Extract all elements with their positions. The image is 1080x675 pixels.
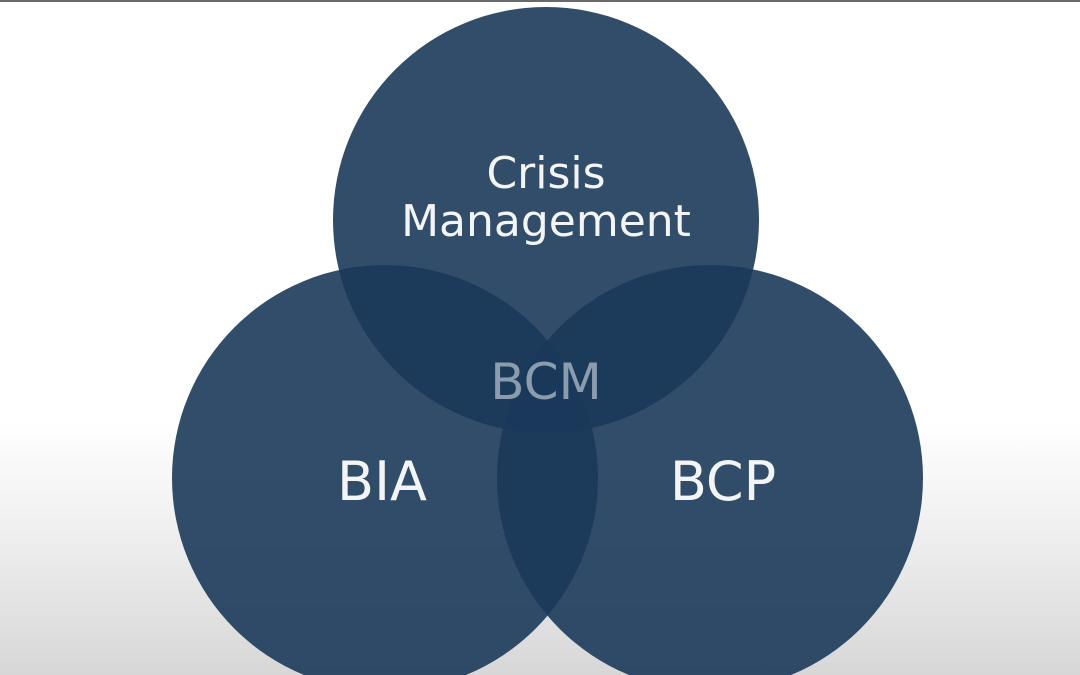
crisis-label: Crisis: [486, 148, 605, 199]
top-border-line: [0, 0, 1080, 2]
circles-group: [172, 7, 923, 675]
bia-label: BIA: [337, 450, 427, 513]
circle-crisis-management: [333, 7, 759, 433]
management-label: Management: [401, 196, 691, 247]
bcp-label: BCP: [670, 450, 776, 513]
bcm-label: BCM: [490, 353, 601, 411]
top-circle-text: Crisis Management: [401, 148, 691, 247]
